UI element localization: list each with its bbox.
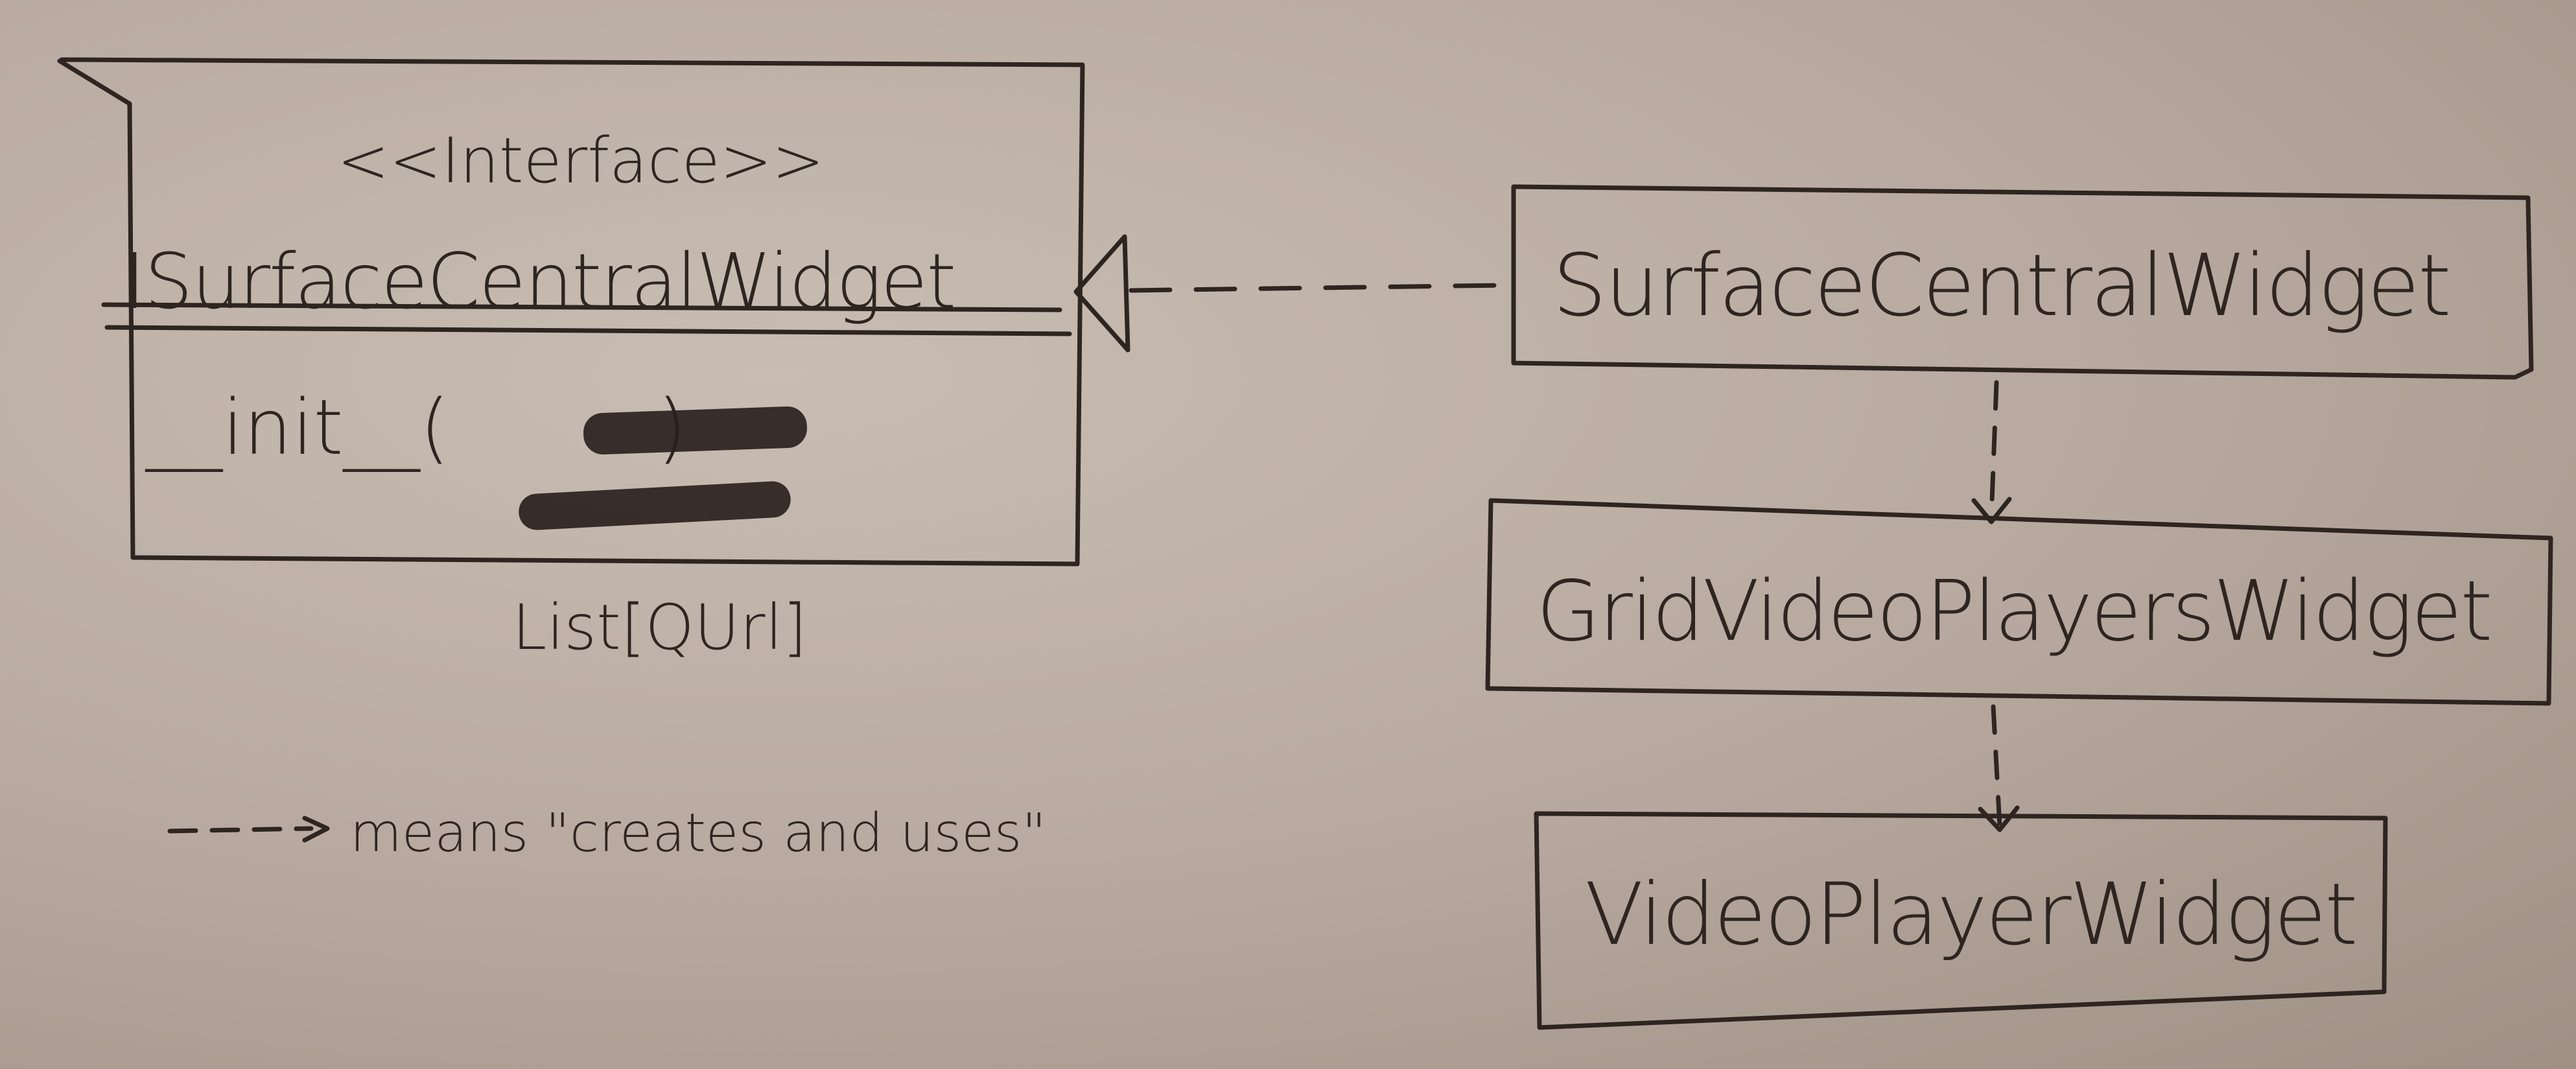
realization-arrowhead: [1073, 234, 1130, 353]
video-player-box: [1534, 811, 2388, 1030]
interface-separator-top: [101, 302, 1062, 312]
crossed-out-param: [582, 405, 808, 456]
method-name: __init__(: [146, 382, 450, 472]
legend-description: means "creates and uses": [350, 803, 1047, 864]
interface-separator-bottom: [104, 325, 1072, 336]
dependency-arrowhead-1: [1971, 497, 2012, 524]
legend-text: means "creates and uses": [350, 807, 1046, 860]
interface-stereotype: <<Interface>>: [337, 124, 825, 197]
surface-central-box: [1511, 184, 2534, 380]
class-grid-video-players-widget: GridVideoPlayersWidget: [1536, 563, 2493, 660]
dependency-arrow-1: [1989, 380, 1999, 521]
class-video-player-widget: VideoPlayerWidget: [1585, 865, 2358, 965]
realization-dashed-line: [1129, 283, 1506, 293]
interface-method: __init__(): [146, 389, 687, 465]
interface-box: [57, 57, 1085, 567]
legend-arrowhead: [302, 816, 330, 843]
legend-dashed-arrow: [167, 826, 314, 834]
interface-name: ISurfaceCentralWidget: [123, 237, 956, 326]
dependency-arrowhead-2: [1978, 805, 2020, 832]
class-surface-central-widget: SurfaceCentralWidget: [1552, 236, 2452, 336]
grid-video-box: [1485, 498, 2553, 706]
dependency-arrow-2: [1991, 704, 2002, 829]
param-type-note: List[QUrl]: [512, 591, 807, 664]
